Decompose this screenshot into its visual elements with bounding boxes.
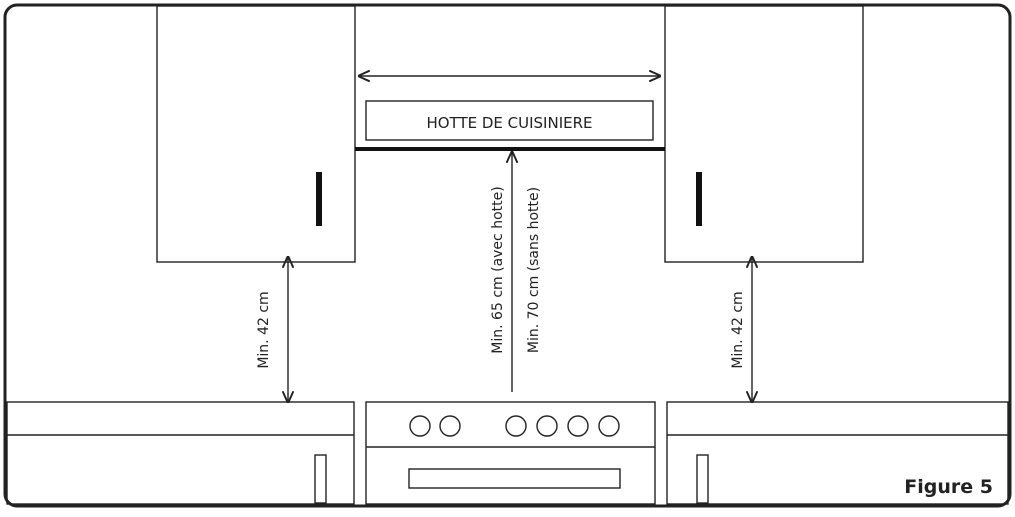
- cabinet-handle-right: [696, 172, 702, 226]
- diagram-frame: [3, 3, 1012, 508]
- figure-label: Figure 5: [904, 476, 993, 498]
- range-hood: HOTTE DE CUISINIERE: [365, 100, 654, 141]
- clearance-without-hood-label: Min. 70 cm (sans hotte): [526, 187, 542, 353]
- lower-handle-right: [696, 454, 709, 504]
- clearance-with-hood-label: Min. 65 cm (avec hotte): [490, 186, 506, 353]
- burner-icon: [505, 415, 527, 437]
- lower-cabinet-right: [666, 401, 1009, 505]
- upper-cabinet-right: [664, 5, 864, 263]
- burner-icon: [536, 415, 558, 437]
- stove: [365, 401, 656, 505]
- burner-icon: [439, 415, 461, 437]
- hood-label: HOTTE DE CUISINIERE: [426, 114, 592, 132]
- hood-bottom-edge: [355, 147, 665, 151]
- burner-icon: [598, 415, 620, 437]
- left-clearance-label: Min. 42 cm: [256, 291, 272, 368]
- upper-cabinet-left: [156, 5, 356, 263]
- oven-window: [408, 468, 621, 489]
- burner-icon: [409, 415, 431, 437]
- cabinet-handle-left: [316, 172, 322, 226]
- burner-icon: [567, 415, 589, 437]
- right-clearance-label: Min. 42 cm: [730, 291, 746, 368]
- lower-cabinet-left: [6, 401, 355, 505]
- lower-handle-left: [314, 454, 327, 504]
